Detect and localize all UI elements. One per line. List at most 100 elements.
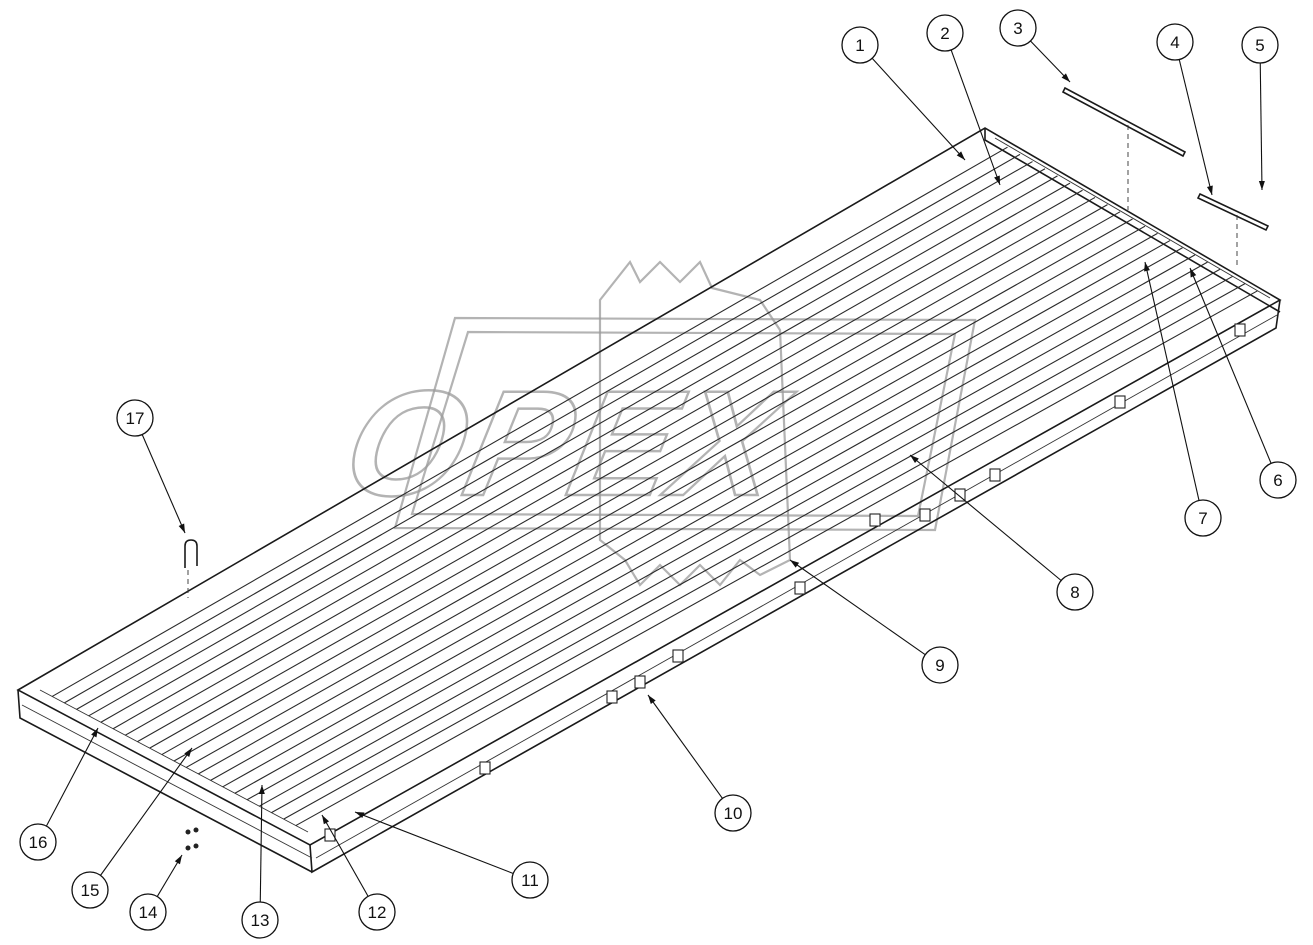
callout-number: 13 xyxy=(251,911,270,930)
deck-slat xyxy=(246,261,1208,801)
side-bracket xyxy=(794,581,806,595)
deck-slat xyxy=(259,268,1221,807)
watermark-frame xyxy=(393,316,977,532)
callout-number: 9 xyxy=(935,656,944,675)
callout-circle xyxy=(1056,573,1094,611)
pin-part-17 xyxy=(184,539,198,568)
callout-circle xyxy=(71,871,109,909)
callout-circle xyxy=(129,893,167,931)
callout-11: 11 xyxy=(354,811,549,899)
callout-circle xyxy=(19,823,57,861)
callout-arrowhead xyxy=(1061,73,1070,82)
deck-slat xyxy=(100,175,1058,723)
callout-7: 7 xyxy=(1144,261,1222,537)
callout-circle xyxy=(1156,23,1194,61)
callout-leader xyxy=(909,454,1062,581)
platform-frame xyxy=(16,127,1282,874)
side-bracket xyxy=(919,508,931,522)
deck-slat xyxy=(149,204,1108,749)
callout-circle xyxy=(358,893,396,931)
callout-number: 15 xyxy=(81,881,100,900)
deck-slat xyxy=(271,275,1233,814)
callout-3: 3 xyxy=(999,9,1071,83)
deck-slat xyxy=(210,240,1171,781)
watermark-gear xyxy=(598,259,792,587)
exploded-strips xyxy=(184,86,1270,851)
callout-arrowhead xyxy=(184,748,192,758)
callout-arrowhead xyxy=(322,815,330,825)
callout-leader xyxy=(1178,59,1213,196)
platform-short-side xyxy=(17,689,313,873)
callout-circle xyxy=(714,794,752,832)
callout-arrowhead xyxy=(1206,185,1213,195)
side-bracket xyxy=(869,513,881,527)
deck-slat xyxy=(283,283,1246,820)
callout-circle xyxy=(999,9,1037,47)
watermark-frame-inner xyxy=(410,330,957,518)
callout-number: 6 xyxy=(1273,471,1282,490)
callout-leader xyxy=(1259,62,1263,191)
callout-arrowhead xyxy=(1190,268,1197,278)
callout-arrowhead xyxy=(178,523,185,533)
callout-circle xyxy=(241,901,279,939)
callout-number: 5 xyxy=(1255,36,1264,55)
callout-leader xyxy=(1030,40,1071,83)
callout-number: 17 xyxy=(126,409,145,428)
callout-number: 4 xyxy=(1170,33,1179,52)
callout-leader xyxy=(871,57,966,161)
callout-arrowhead xyxy=(956,151,965,160)
side-bracket xyxy=(634,675,646,689)
side-bracket xyxy=(1114,395,1126,409)
callout-9: 9 xyxy=(789,559,959,684)
deck-slat xyxy=(198,232,1158,775)
callout-5: 5 xyxy=(1241,26,1279,191)
callout-circle xyxy=(926,14,964,52)
platform-right-end xyxy=(984,128,1281,313)
callout-6: 6 xyxy=(1189,267,1297,499)
side-bracket xyxy=(1234,323,1246,337)
callout-15: 15 xyxy=(71,747,193,909)
deck-slats xyxy=(51,146,1258,827)
callout-circle xyxy=(1259,461,1297,499)
callout-leader xyxy=(141,434,186,534)
callout-14: 14 xyxy=(129,854,183,931)
callout-12: 12 xyxy=(321,814,396,931)
watermark-brand-text: OPEX xyxy=(331,361,803,528)
callout-arrowhead xyxy=(1258,180,1265,190)
callout-number: 1 xyxy=(855,36,864,55)
callout-circle xyxy=(511,861,549,899)
deck-slat xyxy=(51,146,1008,697)
callout-circle xyxy=(921,646,959,684)
callout-arrowhead xyxy=(994,175,1000,185)
side-bracket xyxy=(672,649,684,663)
callout-16: 16 xyxy=(19,727,99,861)
callout-17: 17 xyxy=(116,399,186,534)
callout-circle xyxy=(1241,26,1279,64)
deck-slat xyxy=(137,196,1096,743)
callout-4: 4 xyxy=(1156,23,1213,196)
platform-long-side xyxy=(309,299,1281,874)
callout-circle xyxy=(116,399,154,437)
callout-10: 10 xyxy=(647,694,752,832)
deck-slat xyxy=(64,153,1021,704)
deck-slat xyxy=(112,182,1071,730)
callout-leader xyxy=(259,784,263,903)
deck-slat xyxy=(76,161,1033,710)
callout-1: 1 xyxy=(841,26,966,161)
deck-slat xyxy=(185,225,1146,768)
callout-number: 10 xyxy=(724,804,743,823)
deck-slat xyxy=(234,254,1196,794)
callout-arrowhead xyxy=(910,455,919,464)
callout-number: 12 xyxy=(368,903,387,922)
callout-leader xyxy=(45,727,99,827)
side-brackets xyxy=(324,323,1246,842)
callout-leader xyxy=(321,814,369,897)
side-bracket xyxy=(989,468,1001,482)
callout-arrowhead xyxy=(91,728,98,738)
callout-leader xyxy=(647,694,723,799)
end-rail-line xyxy=(21,704,313,859)
callout-arrowhead xyxy=(355,812,365,819)
rear-crossbeam xyxy=(994,137,1271,299)
